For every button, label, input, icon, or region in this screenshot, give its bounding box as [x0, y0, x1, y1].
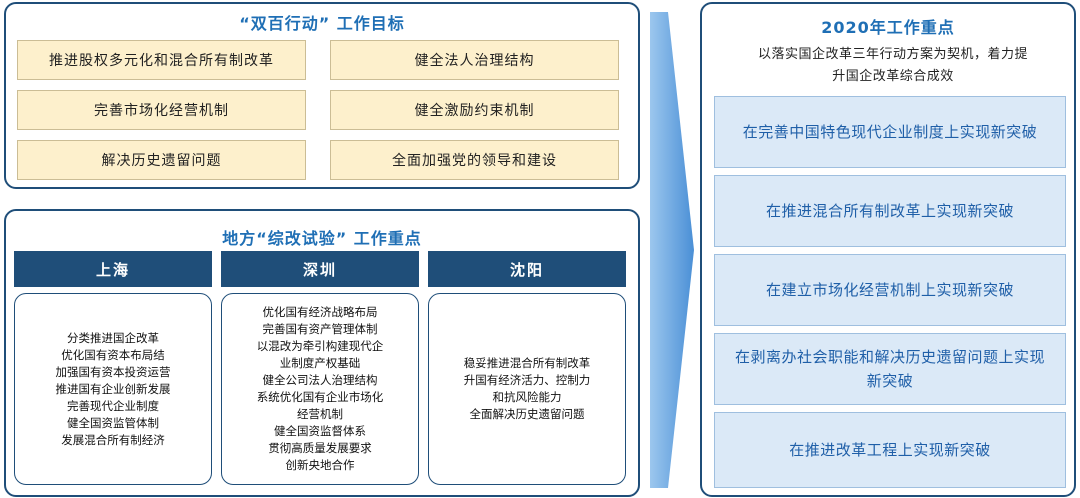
city-line: 发展混合所有制经济 [61, 432, 165, 447]
goal-item: 健全激励约束机制 [330, 90, 619, 130]
city-line: 健全国资监管体制 [67, 415, 159, 430]
city-line: 全面解决历史遗留问题 [469, 407, 585, 421]
city-details: 分类推进国企改革 优化国有资本布局结 加强国有资本投资运营 推进国有企业创新发展… [14, 293, 212, 485]
city-line: 完善现代企业制度 [67, 398, 159, 413]
pilots-title: 地方“综改试验” 工作重点 [222, 229, 422, 248]
focus-subtitle: 以落实国企改革三年行动方案为契机，着力提 升国企改革综合成效 [722, 44, 1064, 88]
goal-item: 完善市场化经营机制 [17, 90, 306, 130]
city-line: 业制度产权基础 [279, 356, 361, 370]
city-header: 沈阳 [428, 251, 626, 287]
city-line: 推进国有企业创新发展 [55, 381, 171, 396]
goals-grid: 推进股权多元化和混合所有制改革 健全法人治理结构 完善市场化经营机制 健全激励约… [17, 40, 629, 180]
focus-item: 在剥离办社会职能和解决历史遗留问题上实现新突破 [714, 333, 1066, 405]
city-line: 优化国有资本布局结 [61, 347, 165, 362]
goals-panel: “双百行动” 工作目标 推进股权多元化和混合所有制改革 健全法人治理结构 完善市… [4, 2, 640, 189]
city-column-shenyang: 沈阳 稳妥推进混合所有制改革 升国有经济活力、控制力 和抗风险能力 全面解决历史… [428, 251, 626, 485]
flow-arrow-icon [650, 12, 694, 488]
city-line: 健全公司法人治理结构 [262, 373, 378, 387]
goal-item: 全面加强党的领导和建设 [330, 140, 619, 180]
city-line: 健全国资监督体系 [274, 424, 366, 438]
city-line: 优化国有经济战略布局 [262, 305, 378, 319]
focus-item: 在推进改革工程上实现新突破 [714, 412, 1066, 488]
city-line: 稳妥推进混合所有制改革 [463, 356, 591, 370]
pilots-panel: 地方“综改试验” 工作重点 上海 分类推进国企改革 优化国有资本布局结 加强国有… [4, 209, 640, 497]
goal-item: 推进股权多元化和混合所有制改革 [17, 40, 306, 80]
focus-subtitle-line: 以落实国企改革三年行动方案为契机，着力提 [757, 47, 1028, 62]
city-line: 经营机制 [297, 407, 343, 421]
focus-subtitle-line: 升国企改革综合成效 [832, 69, 954, 84]
city-line: 分类推进国企改革 [67, 330, 159, 345]
focus-item: 在完善中国特色现代企业制度上实现新突破 [714, 96, 1066, 168]
focus-item: 在建立市场化经营机制上实现新突破 [714, 254, 1066, 326]
city-column-shenzhen: 深圳 优化国有经济战略布局 完善国有资产管理体制 以混改为牵引构建现代企 业制度… [221, 251, 419, 485]
city-details: 优化国有经济战略布局 完善国有资产管理体制 以混改为牵引构建现代企 业制度产权基… [221, 293, 419, 485]
goal-item: 解决历史遗留问题 [17, 140, 306, 180]
focus-panel: 2020年工作重点 以落实国企改革三年行动方案为契机，着力提 升国企改革综合成效… [700, 2, 1076, 497]
goals-title: “双百行动” 工作目标 [239, 14, 405, 33]
focus-title: 2020年工作重点 [821, 18, 955, 37]
city-line: 贯彻高质量发展要求 [268, 441, 372, 455]
city-line: 加强国有资本投资运营 [55, 364, 171, 379]
goal-item: 健全法人治理结构 [330, 40, 619, 80]
city-line: 升国有经济活力、控制力 [463, 373, 591, 387]
city-line: 创新央地合作 [285, 458, 355, 472]
city-header: 上海 [14, 251, 212, 287]
focus-item: 在推进混合所有制改革上实现新突破 [714, 175, 1066, 247]
city-line: 以混改为牵引构建现代企 [256, 339, 384, 353]
city-line: 系统优化国有企业市场化 [256, 390, 384, 404]
city-line: 和抗风险能力 [492, 390, 562, 404]
city-line: 完善国有资产管理体制 [262, 322, 378, 336]
city-details: 稳妥推进混合所有制改革 升国有经济活力、控制力 和抗风险能力 全面解决历史遗留问… [428, 293, 626, 485]
city-column-shanghai: 上海 分类推进国企改革 优化国有资本布局结 加强国有资本投资运营 推进国有企业创… [14, 251, 212, 485]
city-header: 深圳 [221, 251, 419, 287]
